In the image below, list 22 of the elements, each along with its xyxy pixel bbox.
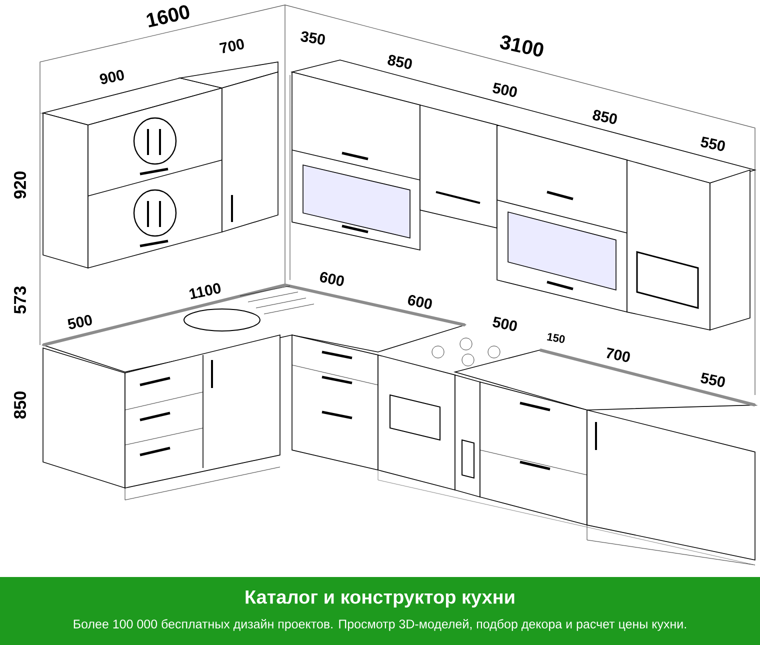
dimension-label: 850 — [592, 110, 617, 124]
dimension-label: 3100 — [500, 35, 544, 56]
dimension-label: 573 — [14, 286, 26, 314]
dimension-label: 500 — [68, 314, 92, 330]
dimension-label: 1600 — [146, 5, 190, 28]
dimension-label: 850 — [388, 54, 412, 69]
dimension-label: 600 — [408, 295, 432, 309]
dimension-label: 600 — [320, 272, 344, 286]
dimension-label: 500 — [492, 82, 517, 97]
dimension-label: 550 — [700, 372, 725, 387]
dimension-label: 850 — [14, 392, 26, 419]
banner-title: Каталог и конструктор кухни — [246, 590, 514, 608]
dimension-label: 900 — [100, 70, 124, 84]
dimension-label: 700 — [606, 347, 630, 362]
dimension-label: 700 — [219, 38, 244, 54]
dimension-label: 150 — [546, 333, 565, 343]
dimension-label: 500 — [492, 316, 517, 331]
dimension-label: 350 — [300, 31, 325, 45]
dimension-label: 920 — [14, 172, 26, 199]
dimension-label: 1100 — [189, 283, 221, 300]
dimension-label: 550 — [700, 136, 725, 151]
banner-text: Более 100 000 бесплатных дизайн проектов. Просмотр 3D-моделей, подбор декора и расчет цены кухни. — [74, 619, 686, 631]
